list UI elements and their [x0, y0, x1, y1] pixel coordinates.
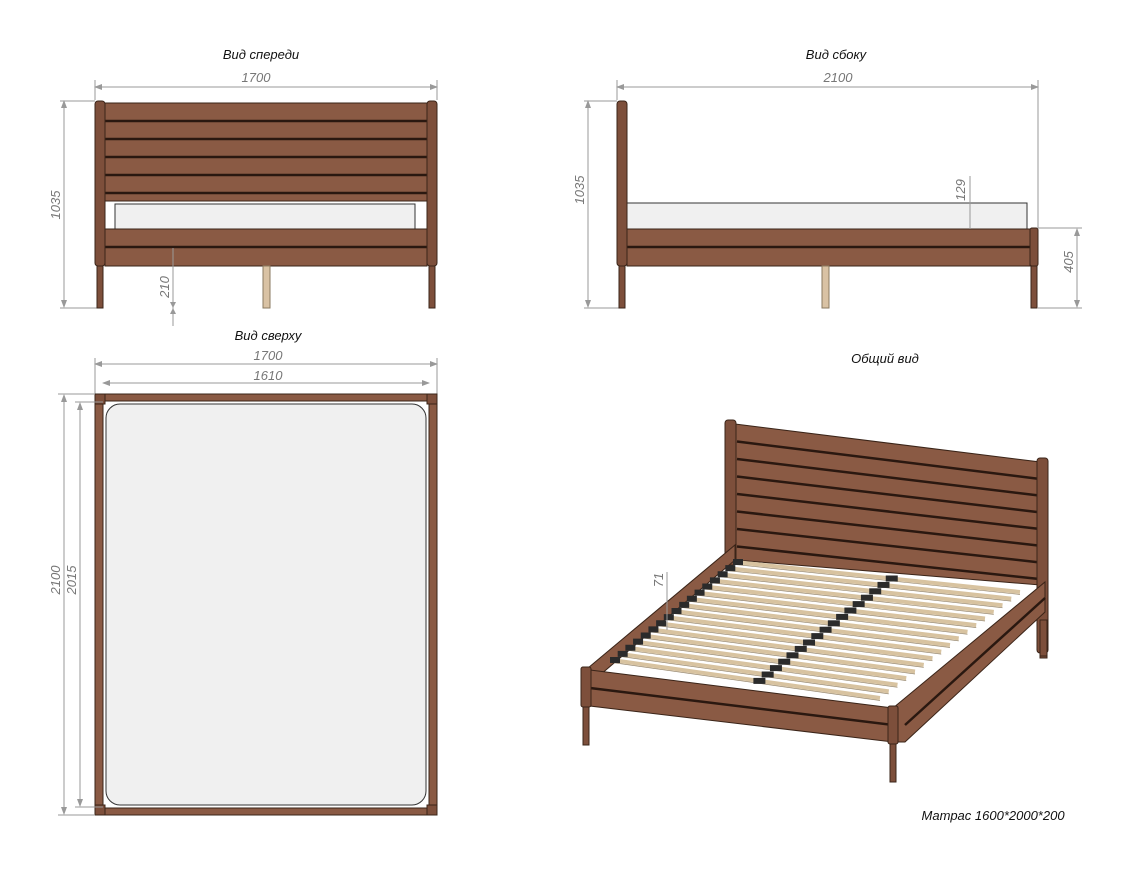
side-view: Вид сбоку 2100 1035 129 405 [572, 47, 1082, 309]
side-frame-height-label: 405 [1061, 250, 1076, 272]
slat-holder [885, 575, 898, 582]
bed-slat [627, 645, 898, 687]
bed-slat [642, 633, 916, 674]
iso-view-title: Общий вид [851, 351, 919, 366]
slat-holder [819, 626, 832, 633]
mattress-top [105, 403, 427, 806]
front-view: Вид спереди 1700 1035 210 [48, 47, 438, 326]
bed-slat [704, 584, 986, 621]
headboard-groove [736, 545, 1039, 581]
bed-slat [688, 596, 968, 634]
slat-holder [769, 665, 782, 672]
slat-holder [877, 581, 890, 588]
bed-slat [734, 560, 1021, 594]
slat-holder [778, 658, 791, 665]
headboard-groove [736, 457, 1039, 497]
slat-holder [860, 594, 873, 601]
bed-slat [673, 609, 951, 647]
side-length-label: 2100 [823, 70, 854, 85]
slat-holder [827, 620, 840, 627]
bed-slat [696, 590, 977, 628]
bed-slat [719, 572, 1003, 608]
slat-holder [803, 639, 816, 646]
front-clearance-label: 210 [157, 275, 172, 298]
front-view-title: Вид спереди [223, 47, 299, 62]
side-height-label: 1035 [572, 175, 587, 205]
slat-holder [852, 601, 865, 608]
slat-holder [836, 613, 849, 620]
bed-slat [619, 651, 890, 694]
iso-slat-depth-label: 71 [651, 573, 666, 587]
slat-holder [869, 588, 882, 595]
front-width-label: 1700 [242, 70, 272, 85]
bed-slat [711, 578, 994, 614]
slat-holder [786, 652, 799, 659]
top-inner-width-label: 1610 [254, 368, 284, 383]
bed-slat [665, 615, 942, 654]
slat-holder [761, 671, 774, 678]
top-inner-length-label: 2015 [64, 565, 79, 596]
bed-slat [634, 639, 907, 681]
top-outer-width-label: 1700 [254, 348, 284, 363]
bed-slat [650, 627, 925, 667]
side-view-title: Вид сбоку [806, 47, 868, 62]
bed-slat [611, 658, 881, 700]
bed-slat [680, 602, 959, 641]
front-height-label: 1035 [48, 190, 63, 220]
mattress-size-note: Матрас 1600*2000*200 [921, 808, 1065, 823]
headboard-groove [736, 527, 1039, 564]
top-view: Вид сверху 1700 1610 2100 2015 [48, 328, 438, 816]
slat-holder [844, 607, 857, 614]
slat-holder [753, 677, 766, 684]
top-outer-length-label: 2100 [48, 565, 63, 596]
bed-slat [657, 621, 933, 661]
slat-holder [794, 645, 807, 652]
mattress [114, 203, 416, 230]
bed-slat [727, 566, 1012, 601]
headboard-groove [736, 475, 1039, 514]
headboard-groove [736, 492, 1039, 531]
top-view-title: Вид сверху [235, 328, 303, 343]
iso-view: Общий вид 71 Матрас 1600*2000*200 [580, 351, 1065, 823]
headboard-groove [736, 440, 1039, 480]
headboard-groove [736, 510, 1039, 547]
slat-holder [811, 633, 824, 640]
side-gap-label: 129 [953, 179, 968, 201]
